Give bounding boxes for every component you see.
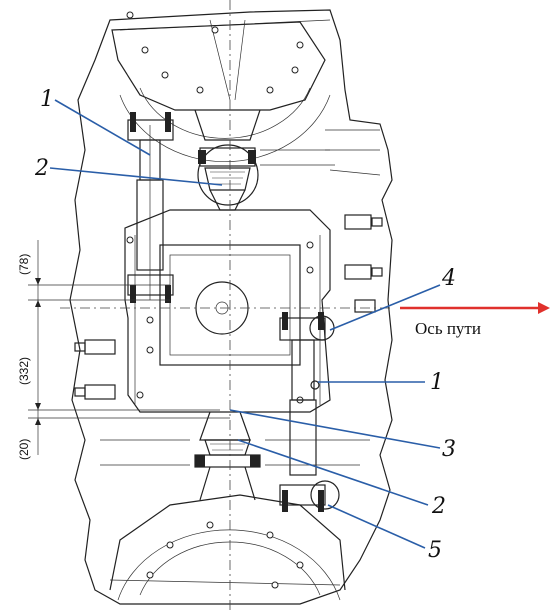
dimension-lines (28, 240, 230, 455)
top-wheel-hub (111, 11, 331, 163)
callout-2-lower: 2 (431, 494, 446, 519)
dim-78: (78) (17, 254, 31, 275)
leader-lines (49, 99, 441, 549)
upper-air-spring (194, 109, 261, 211)
left-damper (127, 112, 174, 303)
callout-4: 4 (441, 266, 456, 291)
right-damper (279, 312, 340, 512)
lower-air-spring (194, 411, 261, 501)
dim-332: (332) (17, 357, 31, 385)
frame-outline (69, 9, 393, 605)
callout-1-left: 1 (40, 87, 54, 112)
callout-2-upper: 2 (34, 156, 49, 181)
central-frame (124, 209, 331, 413)
bottom-wheel-hub (109, 494, 346, 601)
callout-1-right: 1 (430, 370, 444, 395)
track-axis-arrow (400, 302, 550, 314)
track-axis-label: Ось пути (415, 319, 481, 338)
side-fittings (74, 129, 383, 466)
callout-3: 3 (442, 437, 456, 462)
dim-20: (20) (17, 439, 31, 460)
callout-5: 5 (428, 538, 442, 563)
